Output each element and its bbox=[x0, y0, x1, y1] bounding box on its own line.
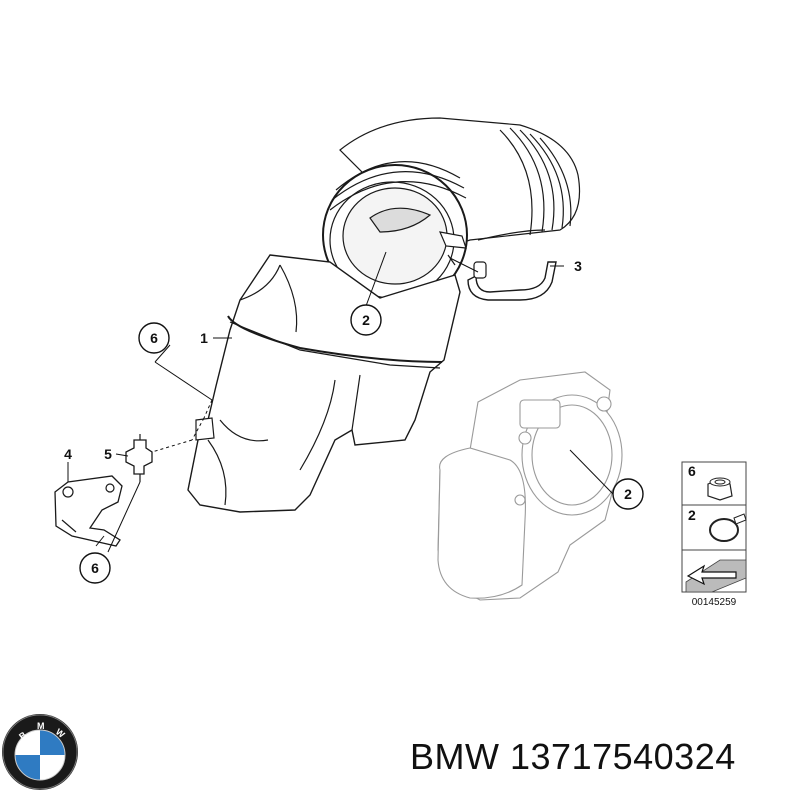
legend-item-2-label: 2 bbox=[688, 507, 696, 523]
legend-item-6-label: 6 bbox=[688, 463, 696, 479]
footer-brand: BMW bbox=[410, 736, 500, 777]
svg-text:M: M bbox=[37, 721, 45, 731]
legend-box: 6 2 00145259 bbox=[681, 461, 747, 608]
callout-3-label: 3 bbox=[574, 258, 582, 274]
leader-lines bbox=[67, 251, 614, 553]
callout-2-right-label: 2 bbox=[624, 486, 632, 502]
throttle-body-illustration bbox=[437, 371, 623, 601]
nut-icon bbox=[707, 477, 733, 501]
intake-bellows-illustration bbox=[322, 117, 581, 306]
svg-text:B: B bbox=[17, 729, 29, 741]
callout-2-right: 2 bbox=[612, 478, 644, 510]
intake-silencer-illustration bbox=[187, 254, 461, 513]
callout-2-top-label: 2 bbox=[362, 312, 370, 328]
callout-6-bottom: 6 bbox=[79, 552, 111, 584]
callout-2-top: 2 bbox=[350, 304, 382, 336]
vent-hose-illustration bbox=[467, 261, 557, 301]
callout-6-bottom-label: 6 bbox=[91, 560, 99, 576]
arrow-icon bbox=[685, 559, 747, 593]
callout-5-label: 5 bbox=[104, 446, 112, 462]
bmw-logo: B M W bbox=[2, 714, 78, 790]
rubber-mount-illustration bbox=[125, 434, 153, 482]
callout-1-label: 1 bbox=[200, 330, 208, 346]
footer-part-number: 13717540324 bbox=[510, 736, 736, 777]
diagram-number: 00145259 bbox=[692, 597, 737, 608]
callout-4-label: 4 bbox=[64, 446, 72, 462]
footer-part-label: BMW 13717540324 bbox=[410, 736, 800, 786]
callout-6-top-label: 6 bbox=[150, 330, 158, 346]
callout-6-top: 6 bbox=[138, 322, 170, 354]
bracket-illustration bbox=[54, 475, 123, 547]
hose-clamp-icon bbox=[709, 513, 747, 542]
